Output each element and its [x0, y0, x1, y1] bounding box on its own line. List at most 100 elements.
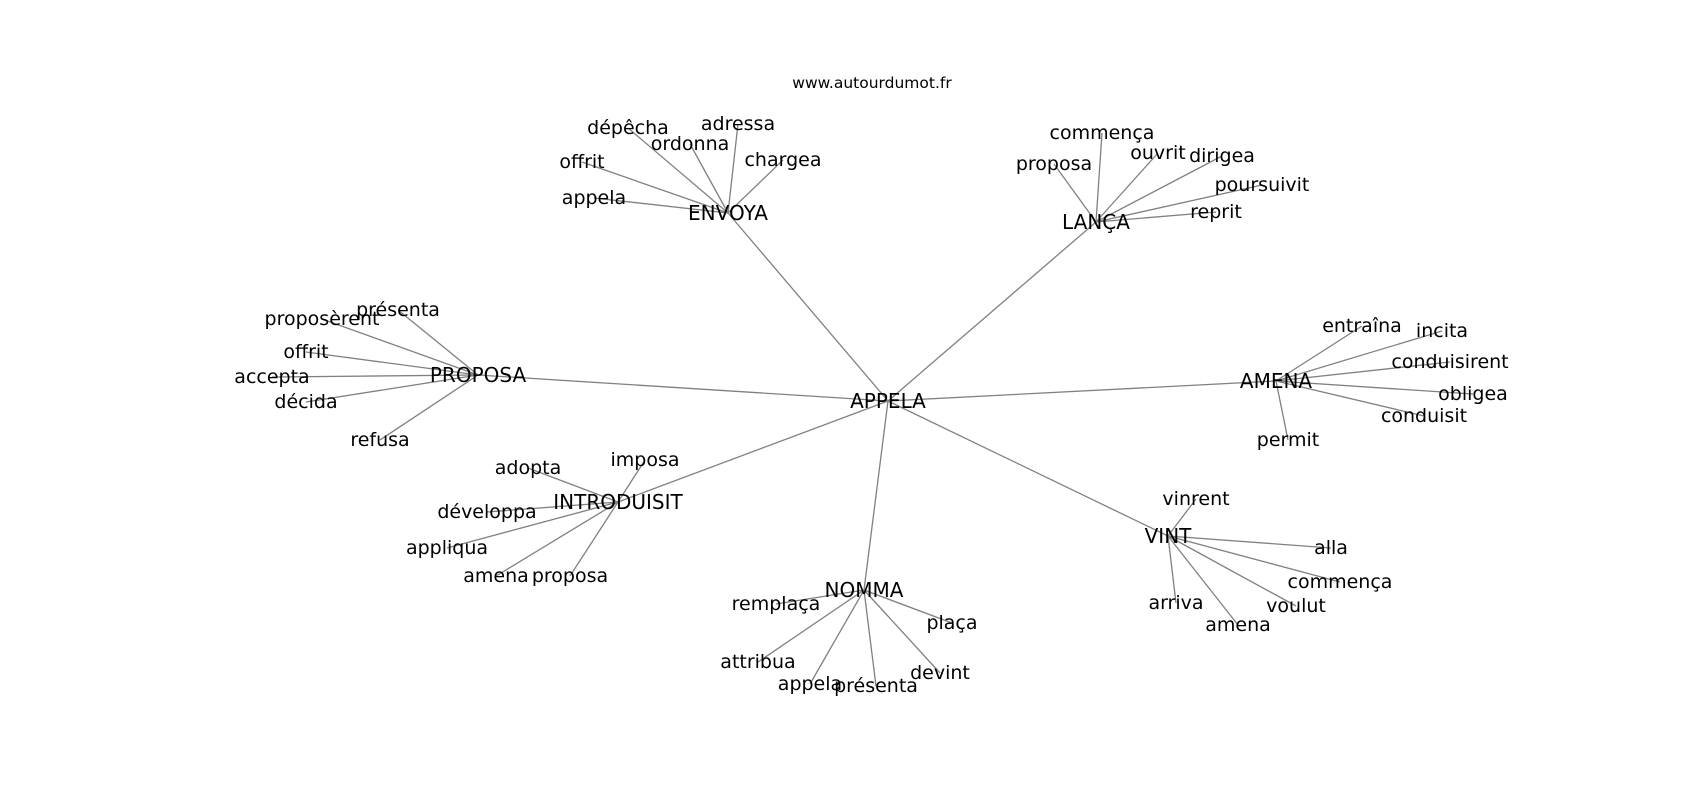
node-leaf-ouvrit: ouvrit	[1130, 142, 1185, 164]
node-leaf-adopta: adopta	[495, 457, 561, 479]
node-leaf-commenca: commença	[1050, 122, 1155, 144]
node-leaf-poursuivit: poursuivit	[1215, 174, 1310, 196]
node-hub-lanca: LANÇA	[1062, 210, 1130, 234]
node-leaf-ordonna: ordonna	[651, 133, 730, 155]
node-leaf-refusa: refusa	[350, 429, 409, 451]
edge-amena-obligea	[1275, 380, 1474, 395]
edges	[271, 123, 1474, 687]
node-leaf-placa: plaça	[926, 612, 977, 634]
edge-proposa-accepta	[271, 374, 479, 378]
node-leaf-appela: appela	[562, 187, 626, 209]
edge-center-nomma	[863, 400, 889, 591]
edge-center-envoya	[727, 212, 889, 402]
node-leaf-entraina: entraîna	[1322, 315, 1402, 337]
node-leaf-devint: devint	[910, 662, 970, 684]
edge-introduisit-amena	[495, 501, 619, 577]
node-leaf-amena: amena	[463, 565, 529, 587]
node-leaf-voulut: voulut	[1266, 595, 1326, 617]
edge-nomma-placa	[863, 589, 953, 624]
edge-proposa-offrit	[305, 351, 479, 376]
edge-introduisit-imposa	[617, 459, 646, 503]
edge-amena-entraina	[1275, 325, 1363, 382]
node-leaf-attribua: attribua	[720, 651, 795, 673]
edge-envoya-appela	[593, 197, 729, 214]
edge-vint-arriva	[1167, 535, 1177, 604]
node-leaf-conduisit: conduisit	[1381, 405, 1467, 427]
node-leaf-alla: alla	[1314, 537, 1348, 559]
edge-lanca-commenca	[1095, 132, 1103, 223]
node-leaf-remplaca: remplaça	[732, 593, 821, 615]
edge-lanca-poursuivit	[1095, 184, 1263, 223]
edge-center-introduisit	[617, 400, 889, 503]
node-center: APPELA	[850, 389, 926, 413]
node-leaf-presenta: présenta	[834, 675, 918, 697]
edge-nomma-presenta	[863, 589, 877, 687]
edge-center-amena	[887, 380, 1277, 402]
edge-lanca-ouvrit	[1095, 152, 1159, 223]
edge-envoya-ordonna	[689, 143, 729, 214]
edge-envoya-offrit	[581, 161, 729, 214]
node-hub-nomma: NOMMA	[825, 578, 904, 602]
edge-vint-alla	[1167, 535, 1332, 549]
node-leaf-depecha: dépêcha	[587, 117, 669, 139]
edge-proposa-presenta	[397, 309, 479, 376]
edge-vint-amena	[1167, 535, 1239, 626]
node-leaf-offrit: offrit	[559, 151, 604, 173]
edge-center-lanca	[887, 221, 1097, 402]
node-leaf-offrit: offrit	[283, 341, 328, 363]
node-leaf-chargea: chargea	[744, 149, 821, 171]
edge-amena-incita	[1275, 330, 1443, 382]
edge-lanca-dirigea	[1095, 155, 1223, 223]
node-leaf-accepta: accepta	[234, 366, 309, 388]
edge-introduisit-developpa	[486, 501, 619, 513]
node-hub-envoya: ENVOYA	[688, 201, 768, 225]
edge-lanca-proposa	[1053, 163, 1097, 223]
node-leaf-imposa: imposa	[610, 449, 679, 471]
node-leaf-adressa: adressa	[701, 113, 775, 135]
edge-introduisit-adopta	[527, 467, 619, 503]
source-watermark: www.autourdumot.fr	[792, 74, 952, 92]
node-leaf-proposa: proposa	[1016, 153, 1092, 175]
node-leaf-reprit: reprit	[1190, 201, 1242, 223]
edge-lanca-reprit	[1095, 211, 1217, 223]
edge-center-vint	[887, 400, 1169, 537]
node-leaf-arriva: arriva	[1148, 592, 1203, 614]
edge-proposa-refusa	[379, 374, 479, 441]
edge-proposa-proposerent	[321, 318, 479, 376]
edge-amena-conduisit	[1275, 380, 1425, 417]
node-leaf-amena: amena	[1205, 614, 1271, 636]
node-leaf-dirigea: dirigea	[1189, 145, 1255, 167]
edge-nomma-devint	[863, 589, 941, 674]
edge-amena-permit	[1275, 380, 1289, 441]
edge-amena-conduisirent	[1275, 361, 1451, 382]
node-hub-proposa: PROPOSA	[430, 363, 527, 387]
node-leaf-presenta: présenta	[356, 299, 440, 321]
node-leaf-developpa: développa	[437, 501, 536, 523]
edge-center-proposa	[477, 374, 889, 402]
edge-envoya-adressa	[727, 123, 739, 214]
edge-vint-voulut	[1167, 535, 1297, 607]
node-leaf-incita: incita	[1416, 320, 1468, 342]
edge-nomma-appela	[809, 589, 865, 685]
node-leaf-vinrent: vinrent	[1162, 488, 1229, 510]
edge-vint-commenca	[1167, 535, 1341, 583]
edge-envoya-depecha	[627, 127, 729, 214]
edge-introduisit-appliqua	[446, 501, 619, 549]
edge-proposa-decida	[305, 374, 479, 403]
node-hub-amena: AMENA	[1240, 369, 1313, 393]
node-leaf-appela: appela	[778, 673, 842, 695]
node-leaf-proposerent: proposèrent	[265, 308, 380, 330]
edge-nomma-attribua	[757, 589, 865, 663]
edge-envoya-chargea	[727, 159, 784, 214]
node-leaf-conduisirent: conduisirent	[1391, 351, 1508, 373]
edge-introduisit-proposa	[569, 501, 619, 577]
node-hub-vint: VINT	[1145, 524, 1193, 548]
edge-vint-vinrent	[1167, 498, 1197, 537]
edge-nomma-remplaca	[775, 589, 865, 605]
node-leaf-permit: permit	[1257, 429, 1319, 451]
node-leaf-proposa: proposa	[532, 565, 608, 587]
node-hub-introduisit: INTRODUISIT	[553, 490, 683, 514]
node-leaf-commenca: commença	[1288, 571, 1393, 593]
node-leaf-decida: décida	[274, 391, 337, 413]
